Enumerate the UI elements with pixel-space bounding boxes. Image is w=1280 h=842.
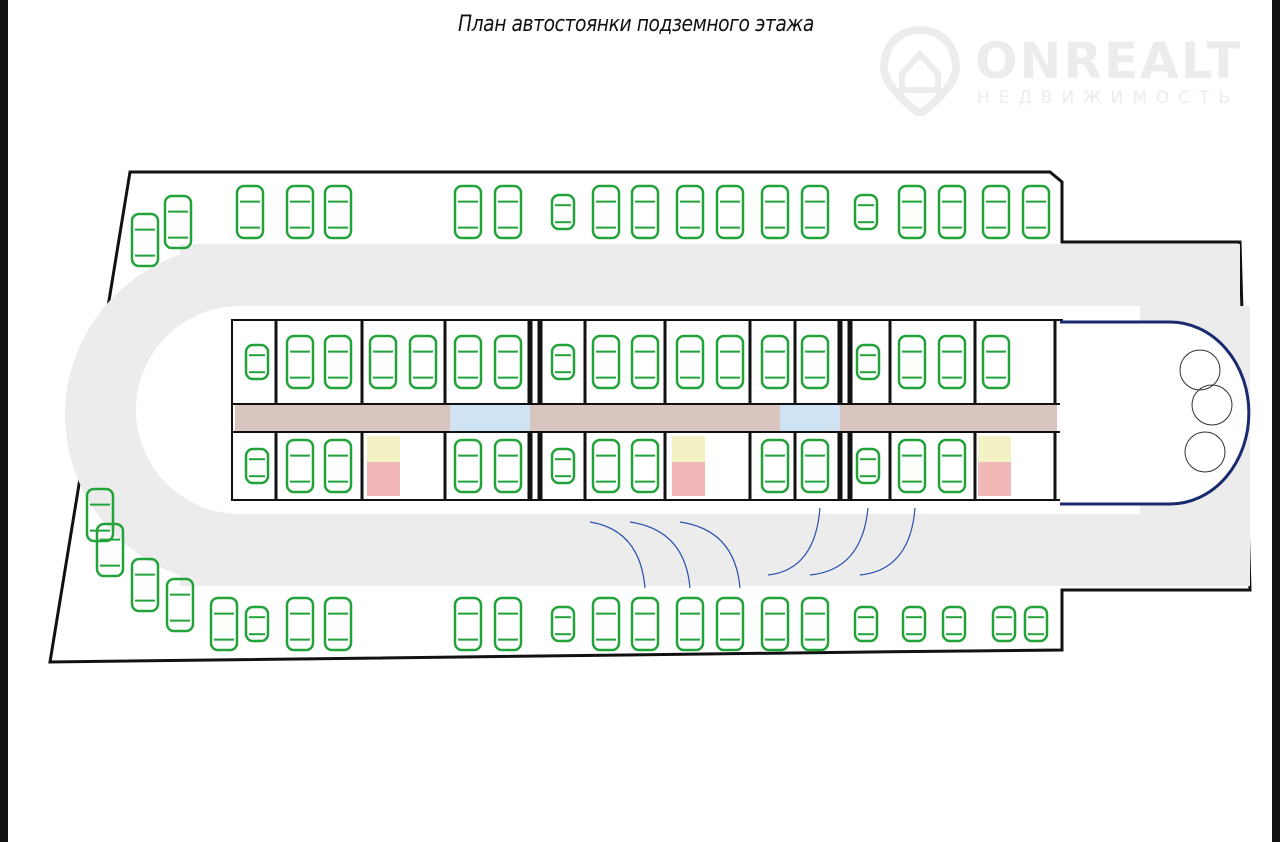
parking-space-car [130, 212, 160, 268]
parking-space-car [991, 605, 1017, 643]
parking-space-car [800, 184, 830, 240]
parking-space-car [244, 605, 270, 643]
parking-space-car [453, 438, 483, 494]
parking-space-car [630, 334, 660, 390]
parking-space-car [163, 194, 193, 250]
parking-space-car [897, 438, 927, 494]
parking-space-car [937, 438, 967, 494]
parking-space-car [675, 596, 705, 652]
parking-space-car [244, 447, 270, 485]
parking-space-car [1023, 605, 1049, 643]
parking-space-car [941, 605, 967, 643]
parking-space-car [244, 343, 270, 381]
parking-space-car [1021, 184, 1051, 240]
parking-space-car [591, 438, 621, 494]
parking-space-car [165, 577, 195, 633]
parking-space-car [800, 596, 830, 652]
parking-space-car [285, 184, 315, 240]
parking-space-car [209, 596, 239, 652]
parking-space-car [591, 334, 621, 390]
parking-space-car [853, 193, 879, 231]
parking-space-car [675, 184, 705, 240]
parking-space-car [550, 343, 576, 381]
parking-space-car [800, 334, 830, 390]
parking-spaces [85, 184, 1051, 652]
parking-space-car [981, 334, 1011, 390]
partition-walls [274, 320, 1057, 500]
parking-space-car [853, 605, 879, 643]
parking-space-car [855, 447, 881, 485]
parking-space-car [493, 596, 523, 652]
parking-space-car [715, 184, 745, 240]
parking-space-car [95, 522, 125, 578]
parking-space-car [493, 438, 523, 494]
watermark-subtitle: НЕДВИЖИМОСТЬ [977, 88, 1240, 108]
parking-space-car [981, 184, 1011, 240]
parking-space-car [85, 487, 115, 543]
parking-space-car [760, 184, 790, 240]
driveway [65, 244, 1250, 586]
parking-space-car [800, 438, 830, 494]
parking-space-car [453, 334, 483, 390]
parking-space-car [323, 596, 353, 652]
parking-space-car [937, 184, 967, 240]
parking-space-car [760, 596, 790, 652]
parking-space-car [760, 334, 790, 390]
parking-space-car [550, 605, 576, 643]
parking-space-car [323, 334, 353, 390]
central-block [231, 319, 1251, 506]
parking-space-car [323, 184, 353, 240]
parking-space-car [901, 605, 927, 643]
right-border [1272, 0, 1280, 842]
plan-title: План автостоянки подземного этажа [458, 12, 814, 37]
parking-space-car [630, 438, 660, 494]
watermark-brand: ONREALT [975, 32, 1243, 90]
parking-space-car [715, 334, 745, 390]
parking-space-car [130, 557, 160, 613]
parking-space-car [897, 334, 927, 390]
parking-space-car [855, 343, 881, 381]
parking-space-car [285, 596, 315, 652]
parking-space-car [715, 596, 745, 652]
parking-space-car [453, 596, 483, 652]
left-border [0, 0, 8, 842]
trees [1179, 349, 1233, 473]
parking-space-car [897, 184, 927, 240]
parking-space-car [630, 596, 660, 652]
traffic-arrows [589, 507, 916, 589]
parking-space-car [285, 334, 315, 390]
parking-space-car [408, 334, 438, 390]
parking-space-car [630, 184, 660, 240]
parking-space-car [323, 438, 353, 494]
parking-space-car [285, 438, 315, 494]
parking-space-car [675, 334, 705, 390]
parking-space-car [493, 184, 523, 240]
parking-space-car [550, 447, 576, 485]
parking-space-car [937, 334, 967, 390]
parking-space-car [368, 334, 398, 390]
parking-space-car [591, 184, 621, 240]
parking-space-car [591, 596, 621, 652]
parking-space-car [493, 334, 523, 390]
parking-space-car [235, 184, 265, 240]
parking-space-car [760, 438, 790, 494]
parking-space-car [550, 193, 576, 231]
parking-space-car [453, 184, 483, 240]
watermark-pin-icon [880, 26, 960, 116]
